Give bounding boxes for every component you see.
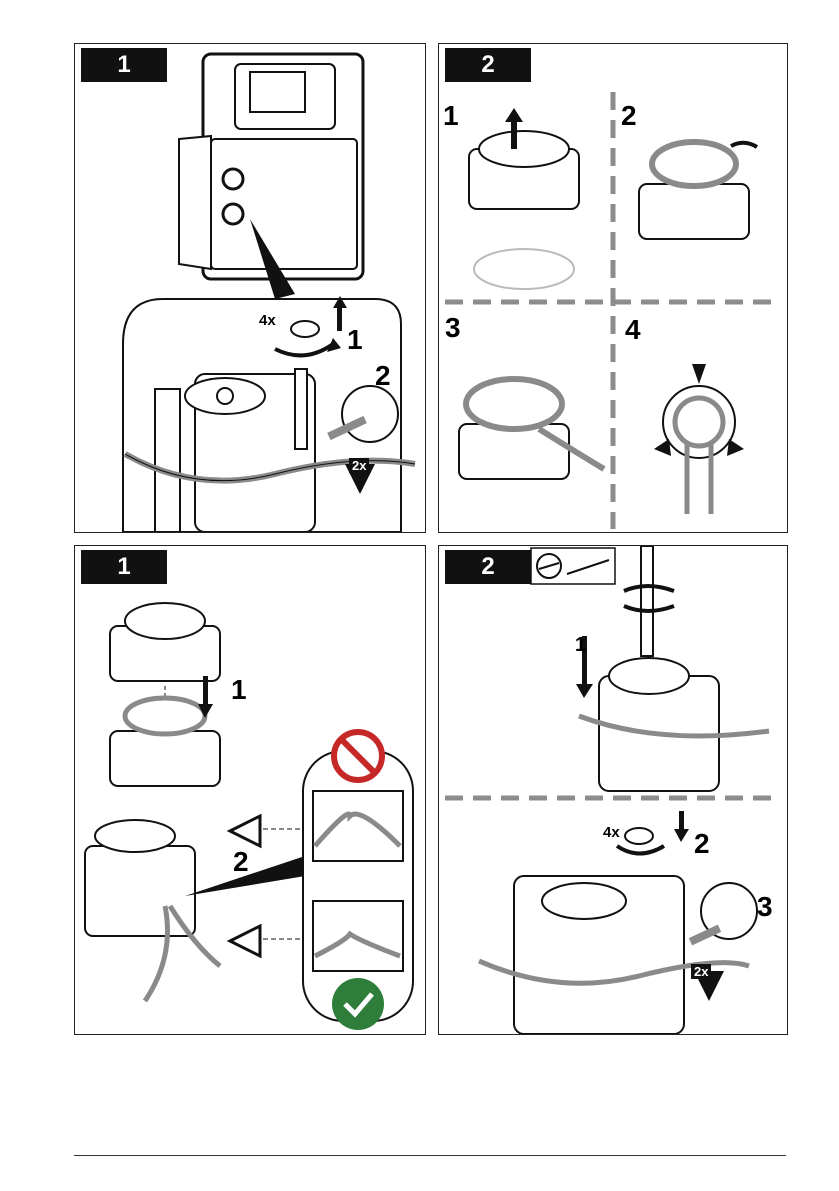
panel-remove-pump-head: 1 4x 1 2 2x xyxy=(74,43,426,533)
step-number: 1 xyxy=(575,634,586,657)
step-number: 2 xyxy=(233,846,249,878)
illustration-tubing-steps xyxy=(439,44,787,532)
panel-check-tubing-position: 1 1 2 xyxy=(74,545,426,1035)
step-number: 2 xyxy=(694,828,710,860)
footer-rule xyxy=(74,1155,786,1156)
step-number: 2 xyxy=(375,360,391,392)
step-number: 1 xyxy=(443,100,459,132)
step-number: 2 xyxy=(621,100,637,132)
label-count: 2x xyxy=(691,964,711,979)
step-number: 3 xyxy=(445,312,461,344)
label-count: 4x xyxy=(259,312,276,329)
step-number: 1 xyxy=(347,324,363,356)
panel-replace-tubing: 2 1 2 3 4 xyxy=(438,43,788,533)
label-count: 2x xyxy=(349,458,369,473)
label-count: 4x xyxy=(603,824,620,841)
panel-install-pump-head: 2 1 2 3 4x 2x xyxy=(438,545,788,1035)
step-number: 3 xyxy=(757,891,773,923)
illustration-install-steps xyxy=(439,546,787,1034)
illustration-tube-alignment xyxy=(75,546,425,1034)
step-number: 4 xyxy=(625,314,641,346)
step-number: 1 xyxy=(231,674,247,706)
illustration-analyzer-door xyxy=(75,44,425,532)
